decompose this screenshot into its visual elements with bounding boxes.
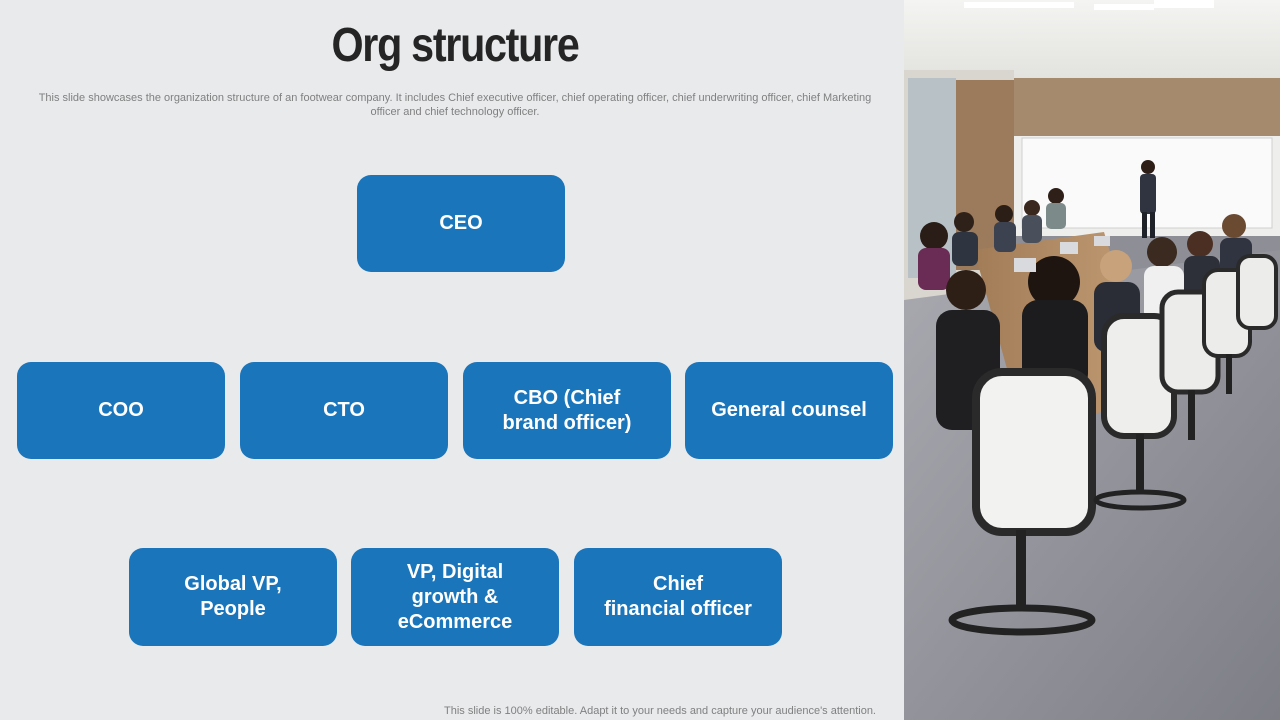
org-box-global-vp-people[interactable]: Global VP, People	[129, 548, 337, 646]
org-box-vp-digital-growth[interactable]: VP, Digital growth & eCommerce	[351, 548, 559, 646]
slide-footer-note: This slide is 100% editable. Adapt it to…	[444, 705, 876, 717]
org-box-general-counsel[interactable]: General counsel	[685, 362, 893, 459]
meeting-room-photo	[904, 0, 1280, 720]
org-box-cfo[interactable]: Chief financial officer	[574, 548, 782, 646]
org-box-cto[interactable]: CTO	[240, 362, 448, 459]
page-title: Org structure	[331, 19, 579, 72]
org-box-coo[interactable]: COO	[17, 362, 225, 459]
org-box-cbo[interactable]: CBO (Chief brand officer)	[463, 362, 671, 459]
org-box-ceo[interactable]: CEO	[357, 175, 565, 272]
slide-content: Org structure This slide showcases the o…	[17, 19, 893, 717]
slide-description: This slide showcases the organization st…	[38, 92, 872, 118]
